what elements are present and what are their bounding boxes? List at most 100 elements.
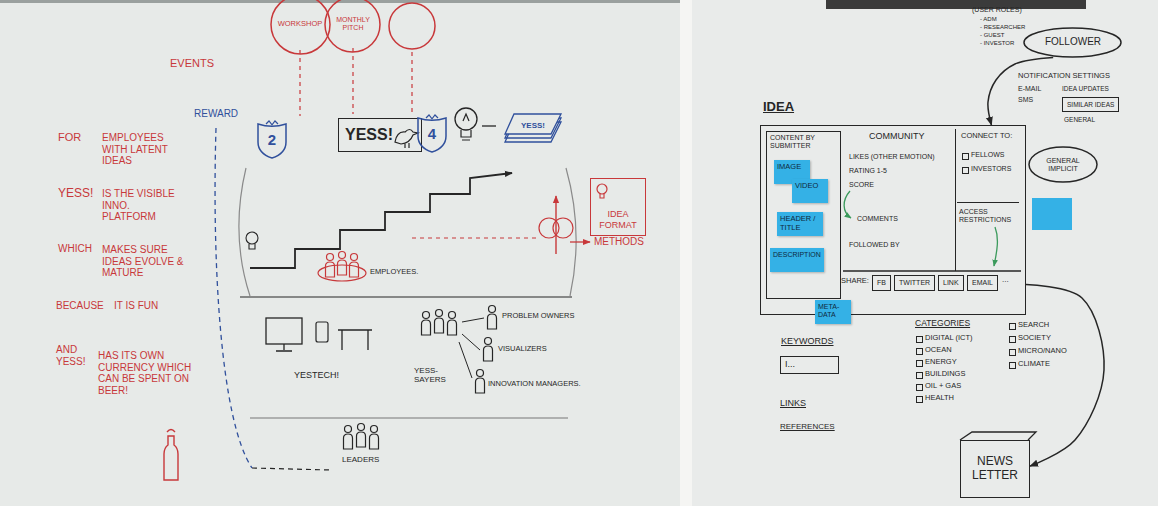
- axis-dashes: [412, 237, 540, 238]
- format-box: IDEA FORMAT: [590, 178, 646, 236]
- node-text: KEYWORDS: [781, 336, 834, 346]
- group-label: YESS-SAYERS: [414, 366, 458, 384]
- share-button: TWITTER: [894, 275, 935, 291]
- node-text: ACCESS RESTRICTIONS: [959, 208, 1021, 224]
- green-arrow: [844, 191, 851, 218]
- sticky-note: META-DATA: [815, 300, 851, 324]
- list-item: - RESEARCHER: [980, 24, 1025, 31]
- category-item: BUILDINGS: [925, 370, 965, 379]
- shield-line: [418, 118, 446, 152]
- platform-box: YESS!: [338, 118, 422, 152]
- community-column: COMMUNITYLIKES (OTHER EMOTION)RATING 1-5…: [843, 129, 956, 271]
- pitch-keyword: BECAUSE: [56, 300, 104, 312]
- pitch-text: IS THE VISIBLE INNO. PLATFORM: [102, 188, 186, 223]
- node-text: FB: [877, 279, 886, 287]
- node-text: HEADER / TITLE: [780, 215, 820, 232]
- group-label: EMPLOYEES.: [370, 268, 418, 277]
- category-item: OIL + GAS: [925, 382, 961, 391]
- node-text: WORKSHOP: [278, 20, 323, 29]
- share-button: EMAIL: [967, 275, 998, 291]
- node-text: IDEA: [763, 100, 794, 115]
- format-bulb: [597, 184, 607, 194]
- shield-crown: [426, 115, 438, 119]
- category-item: HEALTH: [925, 394, 954, 403]
- option-box: SIMILAR IDEAS: [1062, 97, 1119, 112]
- group-label: YESTECH!: [294, 370, 339, 380]
- connect-column: CONNECT TO:FELLOWSINVESTORS: [957, 129, 1019, 203]
- category-item: CLIMATE: [1018, 360, 1050, 369]
- node-text: FOLLOWER: [1045, 36, 1101, 48]
- maturity-staircase: [250, 173, 512, 268]
- leader-figure: [344, 426, 353, 450]
- node-text: YESS!: [521, 121, 545, 130]
- small-lightbulb-base: [249, 244, 255, 249]
- shield-crown: [266, 121, 278, 125]
- paper-sheet: [505, 114, 561, 134]
- small-lightbulb: [246, 232, 258, 244]
- role-figure: [488, 306, 497, 330]
- pitch-text: MAKES SURE IDEAS EVOLVE & MATURE: [102, 244, 184, 279]
- leader-dashes: [252, 468, 330, 470]
- reward-dashes: [215, 128, 252, 468]
- sticky-note-blank: [1032, 198, 1072, 230]
- section-label: REWARD: [194, 108, 238, 120]
- pitch-keyword: AND YESS!: [56, 344, 96, 367]
- sticky-note: HEADER / TITLE: [777, 212, 823, 236]
- ground-line: [250, 418, 568, 419]
- pitch-keyword: YESS!: [58, 187, 93, 201]
- node-text: IMAGE: [777, 163, 801, 172]
- paper-stack: YESS!: [504, 114, 562, 146]
- pitch-text: EMPLOYEES WITH LATENT IDEAS: [102, 132, 182, 167]
- dash-line: [482, 125, 496, 126]
- newsletter-box: NEWS LETTER: [960, 440, 1030, 498]
- venn-circle: [553, 218, 573, 238]
- node-text: 4: [428, 125, 436, 142]
- node-text: IDEA FORMAT: [595, 209, 641, 230]
- keyword-field: KEYWORDSI...: [780, 356, 839, 374]
- circle-line: [271, 0, 330, 54]
- reward-shield: 2: [257, 121, 287, 159]
- note-heading: CATEGORIES: [915, 319, 970, 329]
- format-bulb-base: [600, 194, 604, 198]
- phone-icon: [316, 322, 328, 342]
- role-label: INNOVATION MANAGERS.: [488, 380, 581, 389]
- field-label: REFERENCES: [780, 422, 835, 431]
- role-figure: [476, 370, 485, 394]
- employee-figure: [338, 252, 347, 276]
- node-text: 2: [268, 131, 276, 148]
- bird-icon: [395, 130, 418, 149]
- role-label: VISUALIZERS: [498, 345, 547, 354]
- role-ticks: [459, 318, 484, 378]
- sayer-figure: [422, 312, 431, 336]
- list-item: - ADM: [980, 16, 997, 23]
- share-button: LINK: [938, 275, 964, 291]
- stack-outline: [504, 114, 562, 146]
- node-text: FELLOWS: [971, 151, 1004, 159]
- category-item: SEARCH: [1018, 321, 1049, 330]
- node-text: LINK: [943, 279, 959, 287]
- list-item: - GUEST: [980, 32, 1004, 39]
- ground-line: [240, 297, 572, 298]
- node-text: SCORE: [849, 181, 874, 189]
- list-item: SMS: [1018, 96, 1033, 104]
- idea-card: IDEAACCESS RESTRICTIONSSHARE:...CONTENT …: [760, 125, 1026, 315]
- connector-arrow: [1026, 285, 1104, 467]
- node-text: SIMILAR IDEAS: [1067, 101, 1114, 108]
- category-item: OCEAN: [925, 346, 952, 355]
- scope-arc: [239, 168, 576, 296]
- node-text: COMMENTS: [857, 215, 898, 223]
- node-text: VIDEO: [795, 182, 818, 191]
- role-figure: [484, 338, 493, 362]
- connector-arrow: [988, 57, 1053, 125]
- axis-label: METHODS: [594, 236, 644, 248]
- node-text: META-DATA: [818, 303, 848, 319]
- category-item: SOCIETY: [1018, 334, 1051, 343]
- monitor-stand: [276, 344, 292, 351]
- event-circle-empty: [389, 3, 435, 49]
- green-arrow: [994, 227, 997, 266]
- node-text: YESS!: [345, 126, 393, 144]
- node-text: CONTENT BY SUBMITTER: [770, 134, 836, 150]
